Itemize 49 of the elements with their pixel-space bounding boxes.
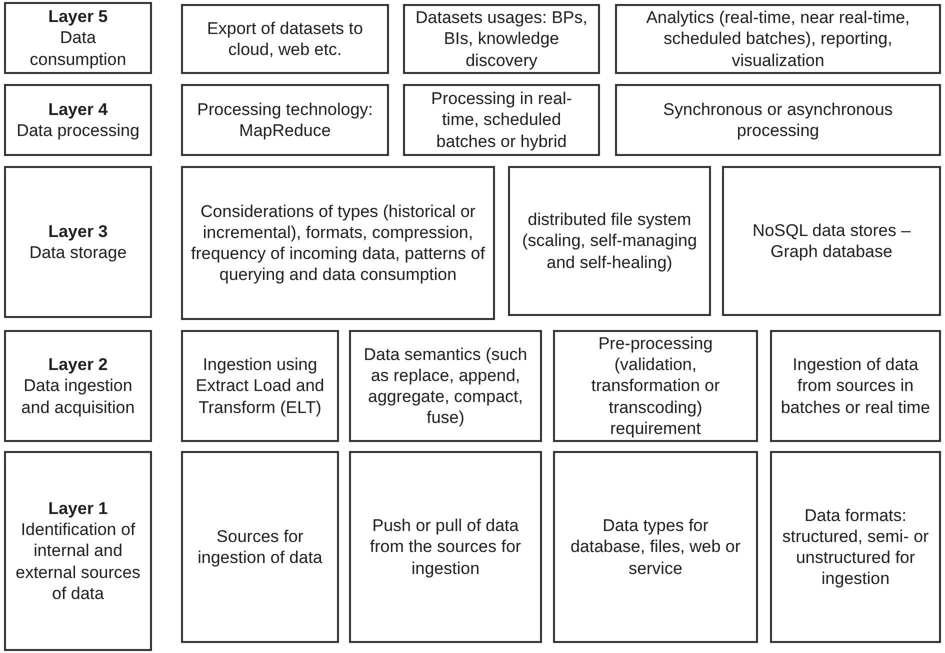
box-text: Sources for ingestion of data	[196, 526, 324, 568]
content-box	[349, 451, 542, 643]
content-box	[349, 330, 542, 442]
layer-heading: Layer 5	[48, 6, 108, 28]
content-box	[770, 451, 941, 643]
content-box	[181, 4, 389, 74]
content-box	[403, 4, 600, 74]
layer-heading: Layer 4	[48, 98, 108, 120]
layer-box	[4, 2, 152, 74]
layer-heading: Layer 2	[48, 354, 108, 376]
content-box	[181, 84, 389, 156]
box-text: Considerations of types (historical or incremental), formats, compression, frequency of incoming data, patterns of querying and data consumption	[191, 200, 485, 286]
box-text: Data formats: structured, semi- or unstructured for ingestion	[781, 504, 930, 590]
box-text: Processing technology: MapReduce	[196, 98, 374, 142]
content-box	[553, 451, 758, 643]
box-text: Pre-processing (validation, transformation or transcoding) requirement	[590, 332, 721, 440]
layer-title: Data processing	[16, 120, 140, 142]
box-text: Ingestion of data from sources in batches or real time	[780, 354, 931, 418]
box-text: Datasets usages: BPs, BIs, knowledge discovery	[414, 7, 588, 71]
content-box	[722, 166, 941, 316]
content-box	[181, 166, 495, 320]
box-text: Data semantics (such as replace, append, aggregate, compact, fuse)	[362, 344, 528, 428]
content-box	[615, 4, 941, 74]
layer-box	[4, 84, 152, 156]
content-box	[181, 451, 339, 643]
layer-box	[4, 451, 152, 651]
layer-box	[4, 330, 152, 442]
box-text: Processing in real-time, scheduled batches or hybrid	[430, 88, 573, 152]
layer-heading: Layer 3	[48, 220, 108, 242]
content-box	[181, 330, 339, 442]
box-text: Synchronous or asynchronous processing	[662, 98, 894, 142]
layer-title: Data storage	[29, 242, 127, 264]
content-box	[615, 84, 941, 156]
box-text: Export of datasets to cloud, web etc.	[206, 18, 364, 60]
content-box	[403, 84, 600, 156]
box-text: Ingestion using Extract Load and Transform (ELT)	[194, 354, 326, 418]
layer-title: Data ingestion and acquisition	[20, 375, 136, 418]
content-box	[770, 330, 941, 442]
content-box	[553, 330, 758, 442]
layer-title: Data consumption	[28, 27, 128, 70]
layer-heading: Layer 1	[48, 498, 108, 520]
box-text: distributed file system (scaling, self-managing and self-healing)	[521, 209, 698, 273]
box-text: Data types for database, files, web or service	[569, 515, 742, 579]
content-box	[508, 166, 711, 316]
layer-title: Identification of internal and external sources of data	[14, 519, 142, 604]
box-text: NoSQL data stores – Graph database	[751, 220, 912, 262]
layer-box	[4, 166, 152, 318]
box-text: Push or pull of data from the sources for ingestion	[368, 515, 522, 579]
box-text: Analytics (real-time, near real-time, scheduled batches), reporting, visualization	[645, 7, 911, 71]
